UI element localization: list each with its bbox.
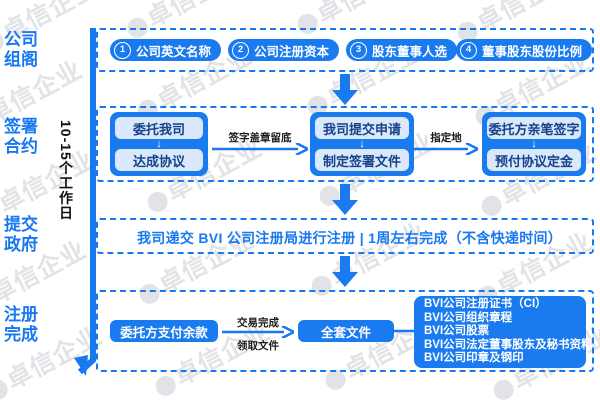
down-arrow-icon-contract-to-government xyxy=(332,184,358,215)
stage-label-line1: 提交 xyxy=(4,215,38,234)
stage-label-government: 提交 政府 xyxy=(4,215,56,255)
timeline-spine-arrow xyxy=(74,28,96,376)
contract-cell-top: 委托方亲笔签字 xyxy=(487,117,581,139)
right-arrow-icon-collect-documents xyxy=(222,326,294,338)
stage-label-line1: 公司 xyxy=(4,30,38,49)
contract-group-entrust[interactable]: 委托我司 ↓ 达成协议 xyxy=(110,112,208,176)
down-arrow-icon-company-to-contract xyxy=(332,74,358,105)
contract-group-signature[interactable]: 委托方亲笔签字 ↓ 预付协议定金 xyxy=(482,112,586,176)
document-item: BVI公司印章及钢印 xyxy=(424,352,524,365)
stage-label-line2: 合约 xyxy=(4,137,38,156)
stage-label-line2: 完成 xyxy=(4,325,38,344)
pill-item-4[interactable]: 4 董事股东股份比例 xyxy=(456,39,593,61)
stage-label-contract: 签署 合约 xyxy=(4,117,56,157)
contract-cell-top: 委托我司 xyxy=(115,117,203,139)
stage-label-company: 公司 组阁 xyxy=(4,30,56,70)
contract-cell-bottom: 达成协议 xyxy=(115,149,203,171)
government-banner-text: 我司递交 BVI 公司注册局进行注册 | 1周左右完成（不含快递时间） xyxy=(137,230,563,246)
duration-label: 10-15个工作日 xyxy=(58,120,74,221)
connector-caption-transaction-done: 交易完成 xyxy=(237,317,279,329)
package-pill[interactable]: 全套文件 xyxy=(298,320,394,342)
document-item: BVI公司组织章程 xyxy=(424,311,513,324)
pill-number: 3 xyxy=(350,41,367,59)
stage-label-line2: 政府 xyxy=(4,235,38,254)
contract-group-submit[interactable]: 我司提交申请 ↓ 制定签署文件 xyxy=(310,112,414,176)
down-arrow-icon-government-to-complete xyxy=(332,256,358,287)
pill-item-1[interactable]: 1 公司英文名称 xyxy=(110,39,222,61)
document-item: BVI公司法定董事股东及秘书资料 xyxy=(424,338,593,351)
connector-caption-sign-seal: 签字盖章留底 xyxy=(228,132,292,144)
stage-label-line1: 签署 xyxy=(4,117,38,136)
pill-label: 董事股东股份比例 xyxy=(482,44,583,59)
down-arrow-icon: ↓ xyxy=(531,137,537,150)
pill-label: 公司注册资本 xyxy=(254,44,330,59)
stage-label-line2: 组阁 xyxy=(4,50,38,69)
row-company-container xyxy=(96,28,594,72)
down-arrow-icon: ↓ xyxy=(156,137,162,150)
contract-cell-top: 我司提交申请 xyxy=(315,117,409,139)
document-item: BVI公司注册证书（CI） xyxy=(424,298,547,311)
contract-cell-bottom: 预付协议定金 xyxy=(487,149,581,171)
pill-number: 1 xyxy=(114,41,131,59)
right-arrow-icon-designated-place xyxy=(414,143,478,155)
pill-number: 4 xyxy=(460,41,477,59)
pill-label: 公司英文名称 xyxy=(136,44,212,59)
stage-label-line1: 注册 xyxy=(4,305,38,324)
row-contract-container xyxy=(96,106,594,182)
contract-cell-bottom: 制定签署文件 xyxy=(315,149,409,171)
connector-caption-collect-files: 领取文件 xyxy=(237,340,279,352)
right-arrow-icon-sign-seal xyxy=(212,143,308,155)
pill-item-2[interactable]: 2 公司注册资本 xyxy=(228,39,340,61)
pill-label: 股东董事人选 xyxy=(372,44,448,59)
payment-pill[interactable]: 委托方支付余款 xyxy=(110,320,218,342)
connector-caption-designated-place: 指定地 xyxy=(430,132,462,144)
down-arrow-icon: ↓ xyxy=(359,137,365,150)
pill-number: 2 xyxy=(232,41,249,59)
documents-panel: BVI公司注册证书（CI） BVI公司组织章程 BVI公司股票 BVI公司法定董… xyxy=(414,296,593,368)
row-government-container xyxy=(96,218,594,254)
document-item: BVI公司股票 xyxy=(424,325,490,338)
stage-label-complete: 注册 完成 xyxy=(4,305,56,345)
pill-item-3[interactable]: 3 股东董事人选 xyxy=(346,39,458,61)
